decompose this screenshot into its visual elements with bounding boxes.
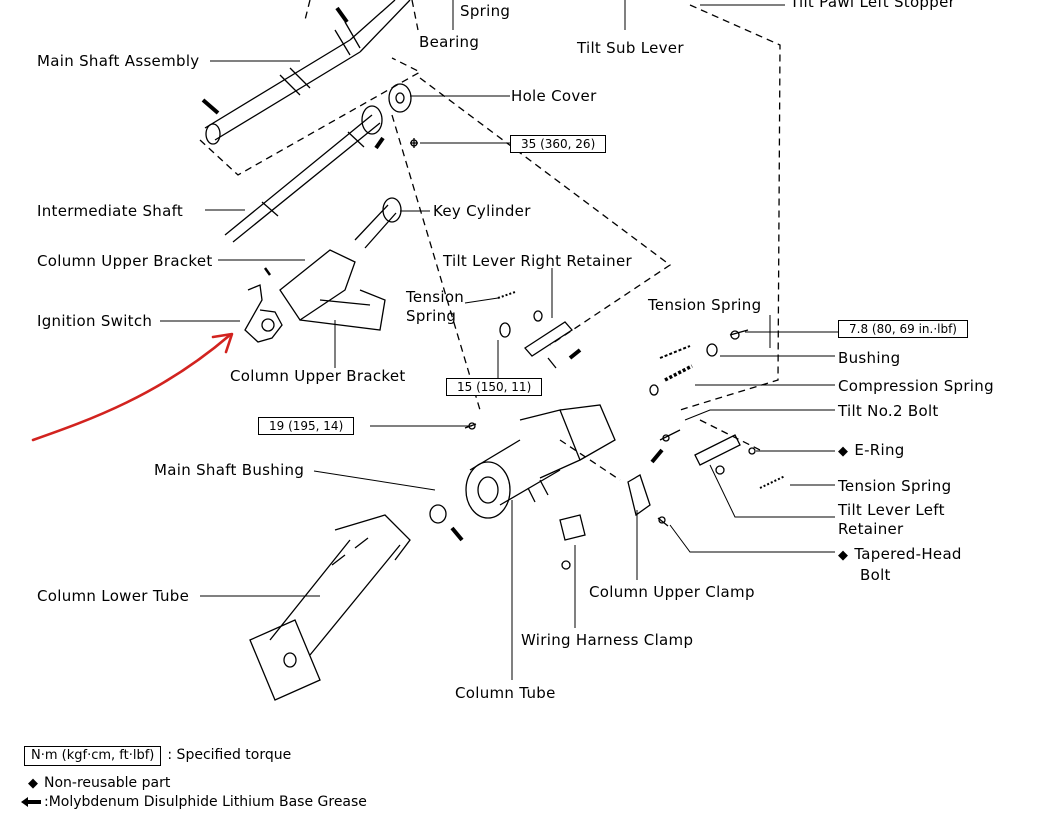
label-tilt-no2-bolt: Tilt No.2 Bolt: [838, 402, 939, 420]
label-hole-cover: Hole Cover: [511, 87, 597, 105]
label-tilt-lever-left-retainer-2: Retainer: [838, 520, 904, 538]
column-tube-drawing: [465, 404, 616, 519]
intermediate-shaft-drawing: [224, 105, 383, 243]
label-tension-spring-left-2: Spring: [406, 307, 457, 325]
label-main-shaft-bushing: Main Shaft Bushing: [154, 461, 305, 479]
torque-box-7-8: 7.8 (80, 69 in.·lbf): [838, 320, 968, 338]
column-upper-bracket-drawing: [279, 249, 386, 331]
label-column-upper-bracket-bottom: Column Upper Bracket: [230, 367, 406, 385]
legend-nonreusable: ◆ Non-reusable part: [28, 774, 170, 793]
label-tension-spring-left-1: Tension: [406, 288, 465, 306]
label-bearing: Bearing: [419, 33, 480, 51]
hole-cover-drawing: [388, 83, 412, 113]
label-tapered-head-bolt-1: ◆Tapered-Head: [838, 545, 962, 563]
label-key-cylinder: Key Cylinder: [433, 202, 531, 220]
label-column-tube: Column Tube: [455, 684, 556, 702]
label-main-shaft-assembly: Main Shaft Assembly: [37, 52, 200, 70]
label-column-lower-tube: Column Lower Tube: [37, 587, 190, 605]
wiring-harness-clamp-drawing: [559, 514, 586, 541]
main-shaft-assembly-drawing: [204, 0, 411, 145]
label-spring: Spring: [460, 2, 511, 20]
torque-box-35: 35 (360, 26): [510, 135, 607, 153]
label-tilt-lever-left-retainer-1: Tilt Lever Left: [838, 501, 945, 519]
column-lower-tube-drawing: [249, 514, 411, 701]
torque-box-15: 15 (150, 11): [446, 378, 543, 396]
main-shaft-bushing-drawing: [429, 504, 447, 524]
nonreusable-diamond-icon: ◆: [28, 776, 38, 791]
label-tension-spring-lower: Tension Spring: [838, 477, 952, 495]
torque-box-19: 19 (195, 14): [258, 417, 355, 435]
ignition-switch-drawing: [244, 284, 283, 343]
label-bushing: Bushing: [838, 349, 901, 367]
label-tilt-lever-right-retainer: Tilt Lever Right Retainer: [443, 252, 632, 270]
red-annotation-arrow: [31, 333, 232, 442]
label-tapered-head-bolt-2: Bolt: [860, 566, 891, 584]
legend-torque-unit: N·m (kgf·cm, ft·lbf): [24, 746, 162, 766]
label-tension-spring-right: Tension Spring: [648, 296, 762, 314]
legend-torque: N·m (kgf·cm, ft·lbf) : Specified torque: [24, 746, 291, 766]
label-tilt-sub-lever: Tilt Sub Lever: [577, 39, 684, 57]
legend-torque-desc: : Specified torque: [167, 747, 292, 763]
tilt-lever-right-retainer-drawing: [524, 321, 573, 357]
label-column-upper-bracket-top: Column Upper Bracket: [37, 252, 213, 270]
nonreusable-diamond-icon: ◆: [838, 548, 849, 563]
tilt-lever-left-retainer-drawing: [694, 434, 741, 466]
nonreusable-diamond-icon: ◆: [838, 444, 849, 459]
label-compression-spring: Compression Spring: [838, 377, 994, 395]
label-column-upper-clamp: Column Upper Clamp: [589, 583, 755, 601]
label-wiring-harness-clamp: Wiring Harness Clamp: [521, 631, 694, 649]
legend-nonreusable-text: Non-reusable part: [44, 775, 171, 791]
leader-lines: [160, 0, 840, 680]
label-intermediate-shaft: Intermediate Shaft: [37, 202, 184, 220]
label-tilt-pawl-left-stopper: Tilt Pawl Left Stopper: [790, 0, 956, 11]
label-e-ring: ◆E-Ring: [838, 441, 905, 459]
legend-grease: :Molybdenum Disulphide Lithium Base Grea…: [20, 793, 367, 811]
red-annotation-arrowhead: [211, 332, 234, 354]
column-upper-clamp-drawing: [627, 474, 651, 517]
label-ignition-switch: Ignition Switch: [37, 312, 153, 330]
key-cylinder-drawing: [354, 197, 402, 249]
grease-arrow-icon: [21, 797, 41, 807]
assembly-dashed-lines: [199, 0, 781, 481]
legend-grease-text: :Molybdenum Disulphide Lithium Base Grea…: [44, 794, 367, 810]
